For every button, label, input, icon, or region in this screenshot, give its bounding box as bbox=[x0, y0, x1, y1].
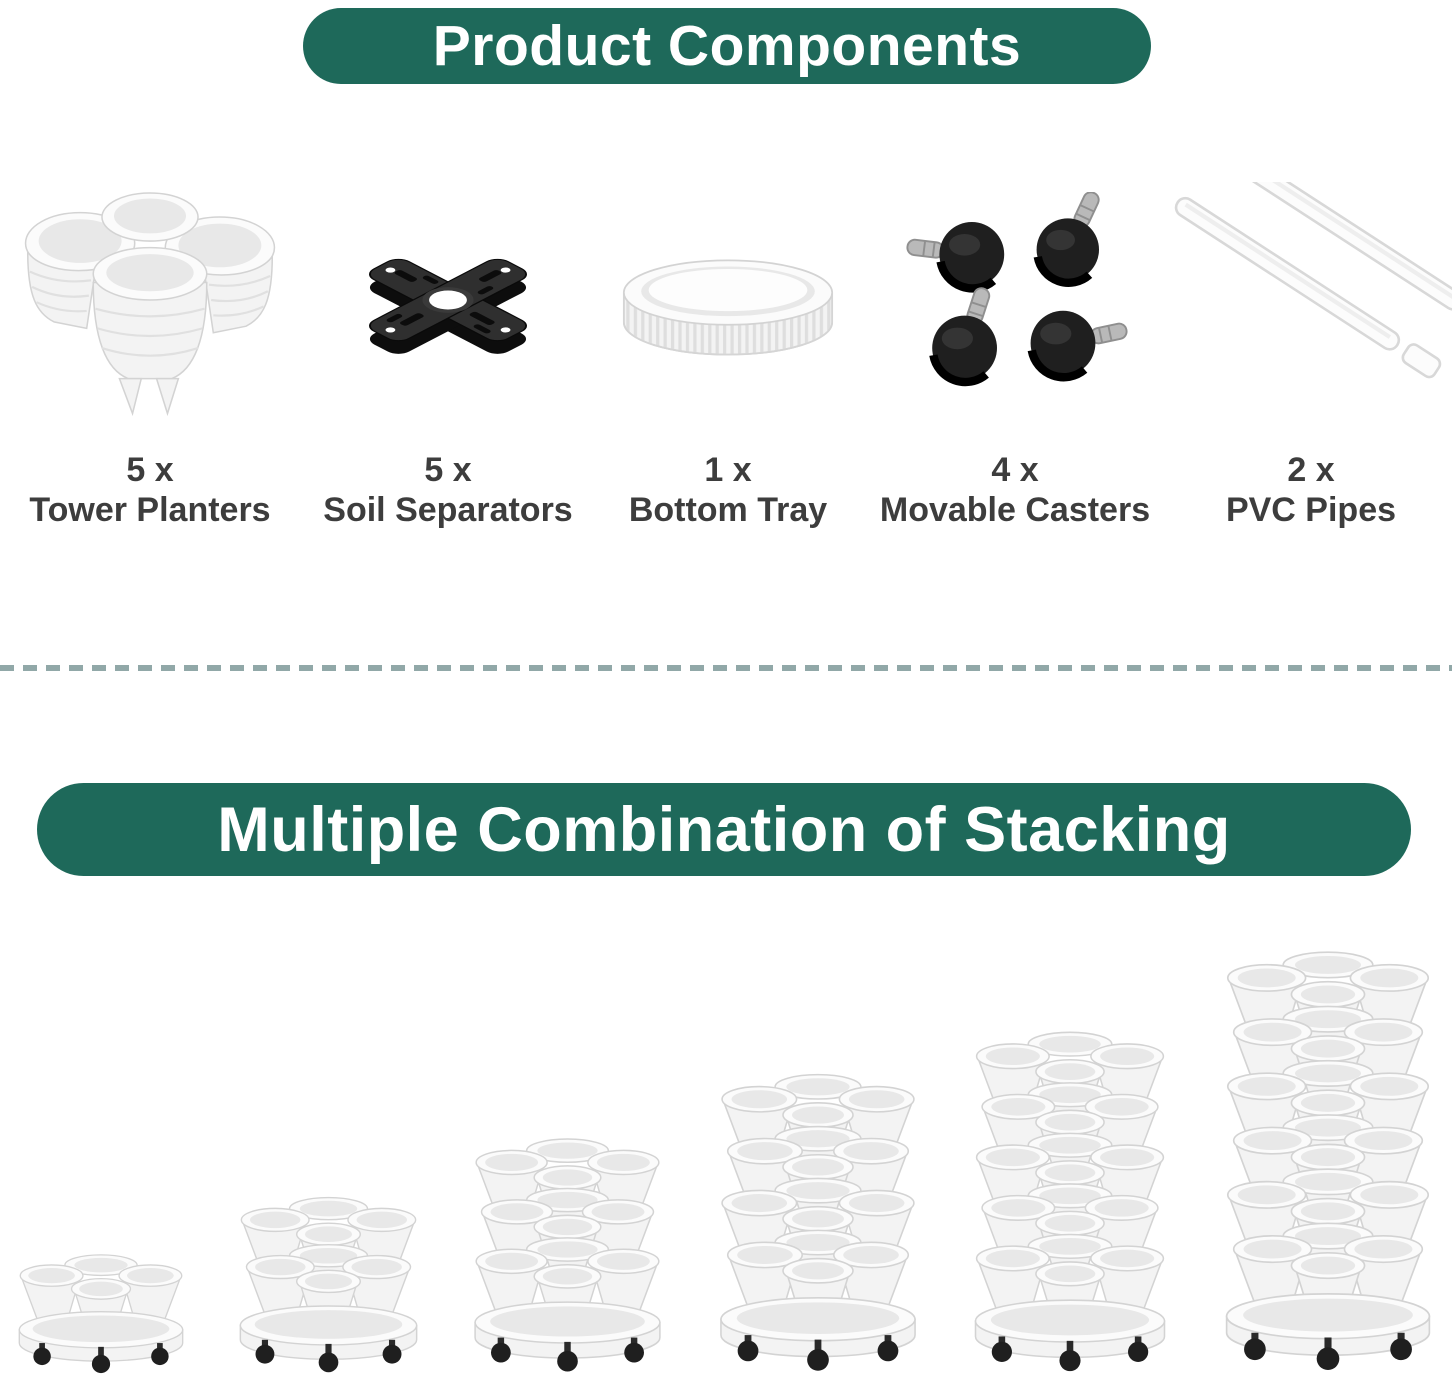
component-name: Bottom Tray bbox=[628, 491, 828, 529]
component-qty: 4 x bbox=[991, 451, 1039, 489]
component-name: Soil Separators bbox=[323, 491, 573, 529]
stacking-section-title: Multiple Combination of Stacking bbox=[217, 794, 1231, 865]
tower-figure-1 bbox=[6, 1244, 196, 1387]
component-name: Movable Casters bbox=[879, 491, 1151, 529]
component-bottom-tray: 1 x Bottom Tray bbox=[596, 150, 860, 530]
components-row: 5 x Tower Planters bbox=[0, 150, 1452, 530]
component-qty: 2 x bbox=[1287, 451, 1335, 489]
components-section-banner: Product Components bbox=[303, 8, 1151, 84]
tower-planters-image bbox=[24, 192, 276, 417]
component-pvc-pipes: 2 x PVC Pipes bbox=[1170, 150, 1452, 530]
tower-figure-5 bbox=[960, 1020, 1180, 1387]
component-soil-separators: 5 x Soil Separators bbox=[300, 150, 596, 530]
dashed-divider bbox=[0, 665, 1452, 671]
component-tower-planters: 5 x Tower Planters bbox=[0, 150, 300, 530]
stacking-section-banner: Multiple Combination of Stacking bbox=[37, 783, 1411, 876]
component-qty: 5 x bbox=[424, 451, 472, 489]
component-name: Tower Planters bbox=[29, 491, 271, 529]
movable-casters-image bbox=[906, 192, 1128, 387]
component-movable-casters: 4 x Movable Casters bbox=[860, 150, 1170, 530]
bottom-tray-image bbox=[622, 259, 834, 356]
stacking-towers-row bbox=[0, 912, 1452, 1387]
component-name: PVC Pipes bbox=[1225, 491, 1397, 529]
pvc-pipes-image bbox=[1174, 182, 1452, 379]
soil-separator-image bbox=[368, 258, 528, 354]
tower-figure-2 bbox=[226, 1186, 431, 1387]
tower-figure-4 bbox=[705, 1062, 931, 1387]
component-qty: 5 x bbox=[126, 451, 174, 489]
tower-figure-6 bbox=[1210, 939, 1446, 1387]
tower-figure-3 bbox=[460, 1127, 675, 1387]
component-qty: 1 x bbox=[704, 451, 752, 489]
components-section-title: Product Components bbox=[432, 14, 1022, 78]
